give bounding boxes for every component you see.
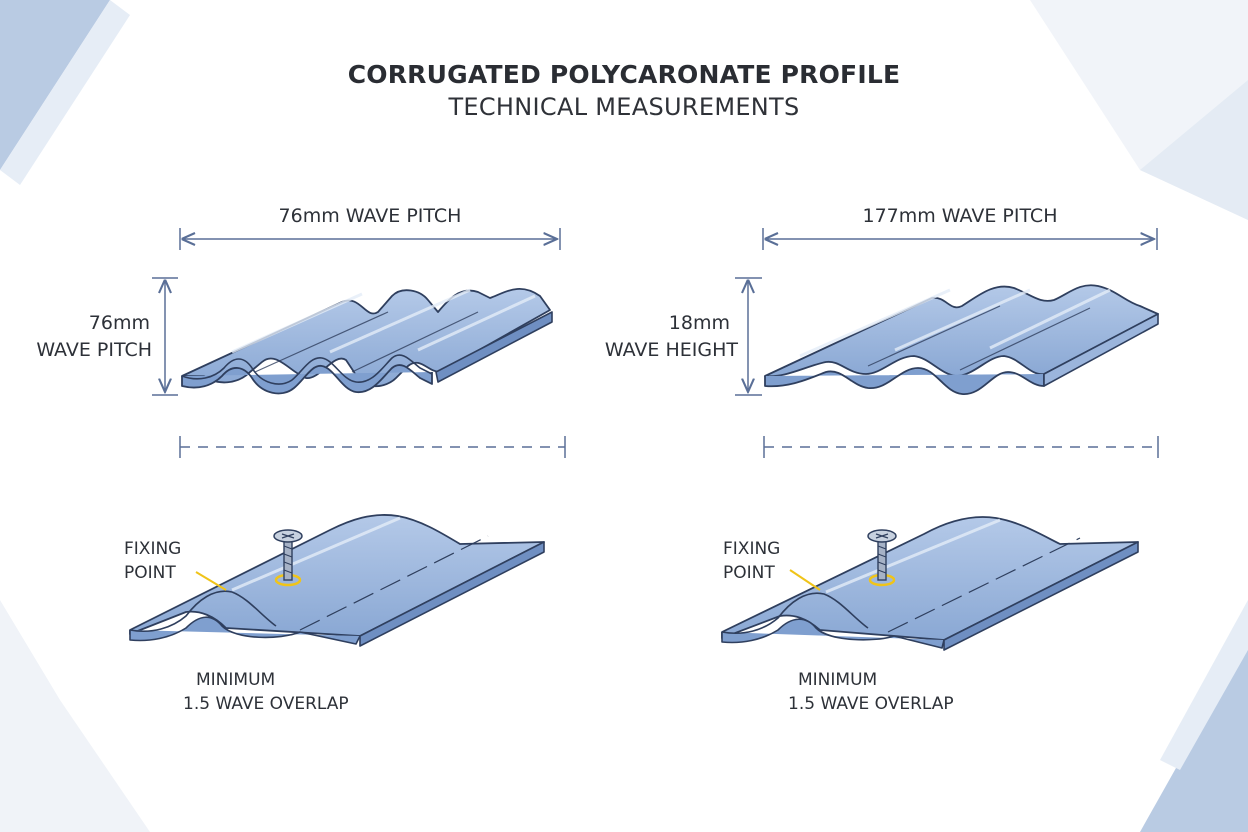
left-fixing-label-line1: FIXING bbox=[124, 539, 182, 559]
right-vertical-value: 18mm bbox=[668, 312, 730, 334]
right-overlap-label-line1: MINIMUM bbox=[798, 670, 878, 690]
right-pitch-dimension bbox=[762, 228, 1158, 250]
left-overlap-sheet bbox=[129, 514, 545, 647]
page-title: CORRUGATED POLYCARONATE PROFILE bbox=[347, 60, 901, 89]
right-overlap-sheet bbox=[721, 516, 1139, 651]
left-fixing-pointer bbox=[195, 571, 227, 591]
right-fixing-label-line2: POINT bbox=[723, 563, 775, 583]
left-fixing-screw-icon bbox=[273, 529, 303, 587]
right-vertical-label: WAVE HEIGHT bbox=[604, 339, 738, 361]
bg-shape-top-left-light bbox=[0, 0, 130, 185]
bg-shape-bottom-right-light bbox=[1160, 600, 1248, 770]
right-corrugated-sheet bbox=[764, 284, 1159, 395]
right-fixing-screw-icon bbox=[867, 529, 897, 587]
right-pitch-label: 177mm WAVE PITCH bbox=[862, 205, 1058, 227]
right-overlap-label-line2: 1.5 WAVE OVERLAP bbox=[788, 694, 954, 714]
left-vertical-value: 76mm bbox=[88, 312, 150, 334]
left-overlap-label-line2: 1.5 WAVE OVERLAP bbox=[183, 694, 349, 714]
left-overlap-label-line1: MINIMUM bbox=[196, 670, 276, 690]
left-pitch-label: 76mm WAVE PITCH bbox=[278, 205, 462, 227]
bg-shape-bottom-left bbox=[0, 600, 150, 832]
right-height-dimension bbox=[735, 277, 762, 396]
left-height-dimension bbox=[152, 277, 178, 396]
page-subtitle: TECHNICAL MEASUREMENTS bbox=[448, 93, 800, 121]
left-pitch-dimension bbox=[179, 228, 561, 250]
left-corrugated-sheet bbox=[181, 288, 553, 395]
left-fixing-label-line2: POINT bbox=[124, 563, 176, 583]
bg-shape-top-right-2 bbox=[1140, 80, 1248, 220]
right-fixing-label-line1: FIXING bbox=[723, 539, 781, 559]
left-vertical-label: WAVE PITCH bbox=[36, 339, 152, 361]
right-fixing-pointer bbox=[789, 569, 821, 591]
